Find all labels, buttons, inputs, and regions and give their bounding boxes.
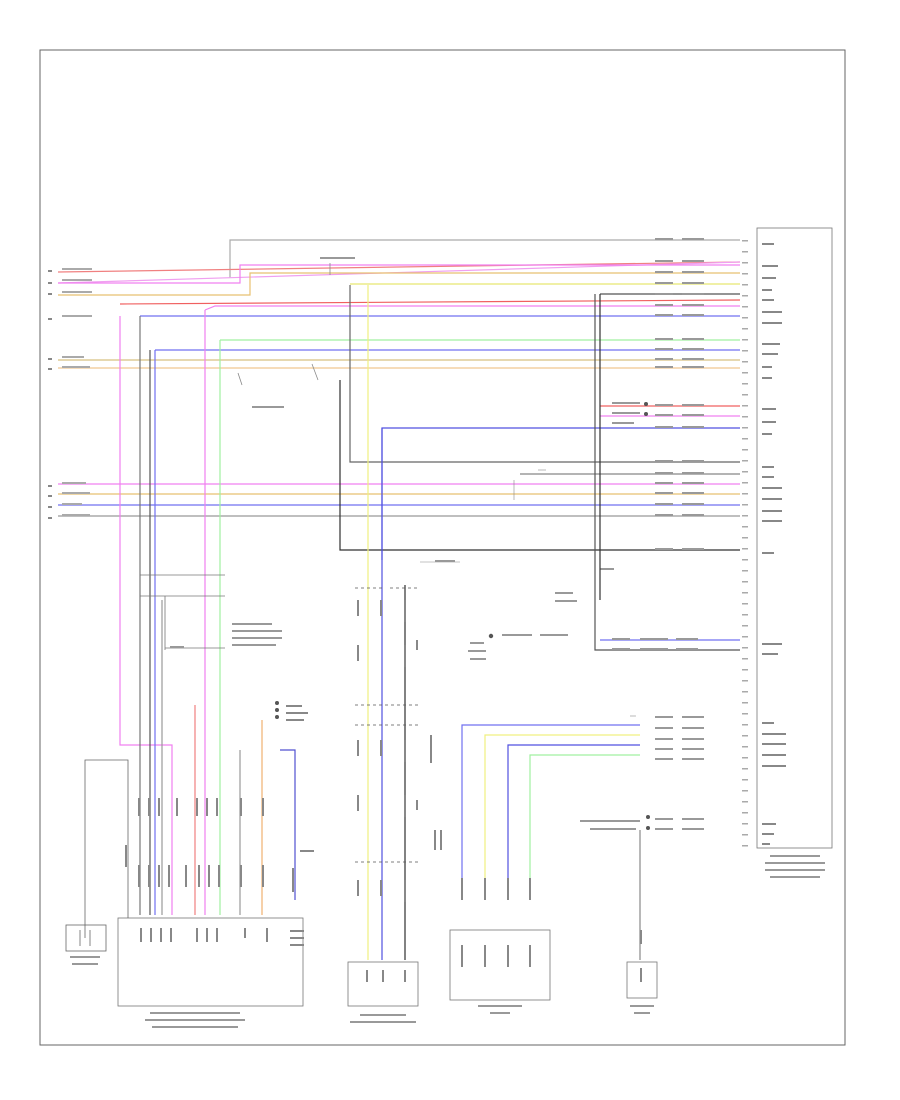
subwoofer-amplifier-box [347,961,419,1007]
module-caption [765,855,825,878]
ignition-switch [237,257,355,408]
left-harness-pins [48,270,52,519]
wire-v-blue-2 [280,749,296,900]
subwoofer-amplifier-caption [350,1014,416,1023]
ground-caption [468,634,640,830]
speaker-output-labels [555,402,640,602]
radio-ground [286,705,314,946]
module-wire-bundle [57,239,741,651]
wire-color-labels [612,238,704,830]
module-pin-labels [762,243,786,845]
satellite-antenna [65,759,129,952]
subwoofer-amplifier-pins [366,970,406,982]
audio-input-jack-caption [478,1005,522,1014]
wire-v-blue2-jack [507,744,640,900]
audio-input-jack-box [449,929,551,1001]
vertical-wire-bundle [119,285,641,960]
satellite-radio-module-box [117,917,304,1007]
wire-grey-top [229,239,740,278]
bundle-splices [420,469,636,717]
wire-v-blue-jack [461,724,640,900]
battery-ground-pins [640,930,642,982]
wire-pink-2 [58,264,740,284]
audio-input-jack-pins [434,830,531,967]
audio-control-module-box [756,227,833,849]
diagram-frame [39,49,846,1046]
left-harness-labels [62,268,92,516]
wire-orange-1 [58,272,740,296]
junction-box-caption [170,623,282,648]
wire-v-pink-left [119,316,173,915]
wire-grey-3 [349,285,740,463]
satellite-antenna-caption [70,956,100,965]
wire-pink-3 [204,305,740,311]
wire-red-2 [119,299,741,305]
wire-red-1 [57,261,741,273]
splice-dots [275,402,650,830]
wire-v-yellow-jack [484,734,640,900]
subwoofer-speaker [355,587,420,863]
wire-black-1 [339,380,740,551]
satellite-module-pins [125,798,268,942]
instrument-panel-junction-box [140,574,225,650]
satellite-module-caption [145,1012,245,1028]
subwoofer-pin-marks [357,600,432,902]
wire-v-green-jack [529,754,640,900]
battery-ground-caption [630,1005,654,1014]
module-pin-ticks [742,240,748,847]
battery-ground-box [626,961,658,999]
